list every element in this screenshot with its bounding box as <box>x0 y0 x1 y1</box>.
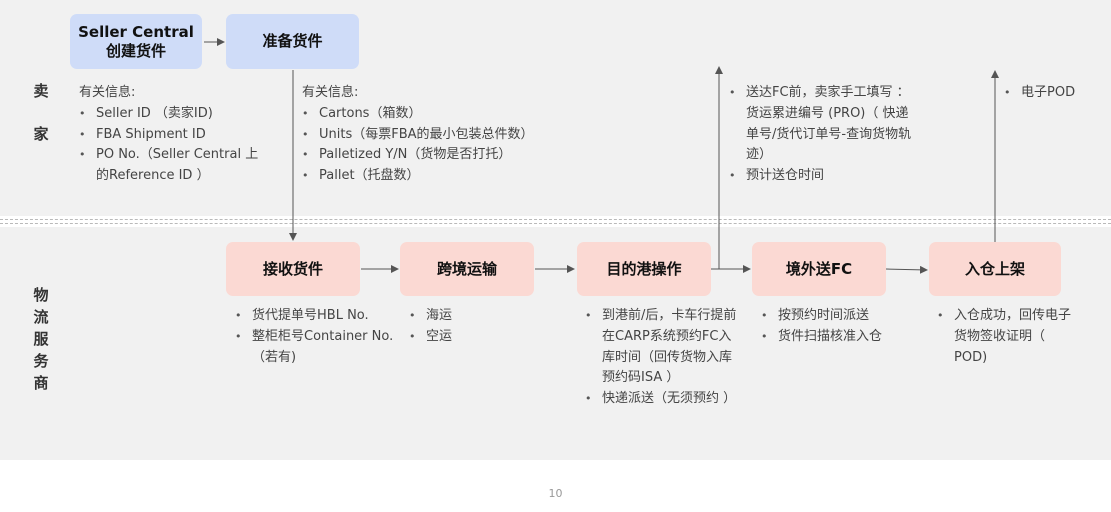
list-item: 货件扫描核准入仓 <box>761 327 921 348</box>
seller-central-title: Seller Central <box>78 22 194 41</box>
port-node-label: 目的港操作 <box>606 259 682 278</box>
receive-node[interactable]: 接收货件 <box>226 242 360 296</box>
prepare-node-label: 准备货件 <box>262 32 323 50</box>
list-item: Pallet（托盘数） <box>302 166 572 187</box>
list-item: 按预约时间派送 <box>761 306 921 327</box>
list-item: 预计送仓时间 <box>729 166 921 187</box>
prepare-node[interactable]: 准备货件 <box>226 14 359 69</box>
list-item: Palletized Y/N（货物是否打托） <box>302 145 572 166</box>
pod-info: 电子POD <box>1004 83 1104 104</box>
cross-border-info: 海运 空运 <box>409 306 529 348</box>
shelving-node[interactable]: 入仓上架 <box>929 242 1061 296</box>
prepare-info-head: 有关信息: <box>302 85 359 100</box>
list-item: Units（每票FBA的最小包装总件数） <box>302 125 572 146</box>
page-number: 10 <box>548 487 563 500</box>
seller-central-info: 有关信息: Seller ID （卖家ID) FBA Shipment ID P… <box>79 83 264 187</box>
arrow-fc-to-shelving <box>885 265 928 274</box>
seller-central-node[interactable]: Seller Central 创建货件 <box>70 14 202 69</box>
receive-info: 货代提单号HBL No. 整柜柜号Container No.（若有) <box>235 306 395 368</box>
port-info: 到港前/后，卡车行提前在CARP系统预约FC入库时间（回传货物入库预约码ISA … <box>585 306 738 410</box>
list-item: 空运 <box>409 327 529 348</box>
list-item: PO No.（Seller Central 上的Reference ID ） <box>79 145 264 187</box>
port-node[interactable]: 目的港操作 <box>577 242 711 296</box>
fc-delivery-node-label: 境外送FC <box>785 259 853 278</box>
list-item: 快递派送（无须预约 ） <box>585 389 738 410</box>
shelving-info: 入仓成功，回传电子货物签收证明（ POD) <box>937 306 1077 368</box>
seller-central-info-head: 有关信息: <box>79 85 136 100</box>
receive-node-label: 接收货件 <box>262 259 323 278</box>
fc-seller-info: 送达FC前，卖家手工填写 ：货运累进编号 (PRO)（ 快递单号/货代订单号-查… <box>729 83 921 187</box>
cross-border-node[interactable]: 跨境运输 <box>400 242 534 296</box>
list-item: Cartons（箱数） <box>302 104 572 125</box>
list-item: 海运 <box>409 306 529 327</box>
seller-central-subtitle: 创建货件 <box>105 41 166 60</box>
provider-lane-label: 物流服务商 <box>33 286 49 392</box>
list-item: 整柜柜号Container No.（若有) <box>235 327 395 369</box>
list-item: 入仓成功，回传电子货物签收证明（ POD) <box>937 306 1077 368</box>
list-item: Seller ID （卖家ID) <box>79 104 264 125</box>
lane-divider <box>0 219 1111 224</box>
list-item: FBA Shipment ID <box>79 125 264 146</box>
fc-delivery-node[interactable]: 境外送FC <box>752 242 886 296</box>
list-item: 到港前/后，卡车行提前在CARP系统预约FC入库时间（回传货物入库预约码ISA … <box>585 306 738 389</box>
shelving-node-label: 入仓上架 <box>964 259 1025 278</box>
list-item: 送达FC前，卖家手工填写 ：货运累进编号 (PRO)（ 快递单号/货代订单号-查… <box>729 83 921 166</box>
list-item: 货代提单号HBL No. <box>235 306 395 327</box>
fc-delivery-info: 按预约时间派送 货件扫描核准入仓 <box>761 306 921 348</box>
prepare-info: 有关信息: Cartons（箱数） Units（每票FBA的最小包装总件数） P… <box>302 83 572 187</box>
seller-lane-label: 卖家 <box>33 82 49 143</box>
cross-border-node-label: 跨境运输 <box>436 259 497 278</box>
list-item: 电子POD <box>1004 83 1104 104</box>
